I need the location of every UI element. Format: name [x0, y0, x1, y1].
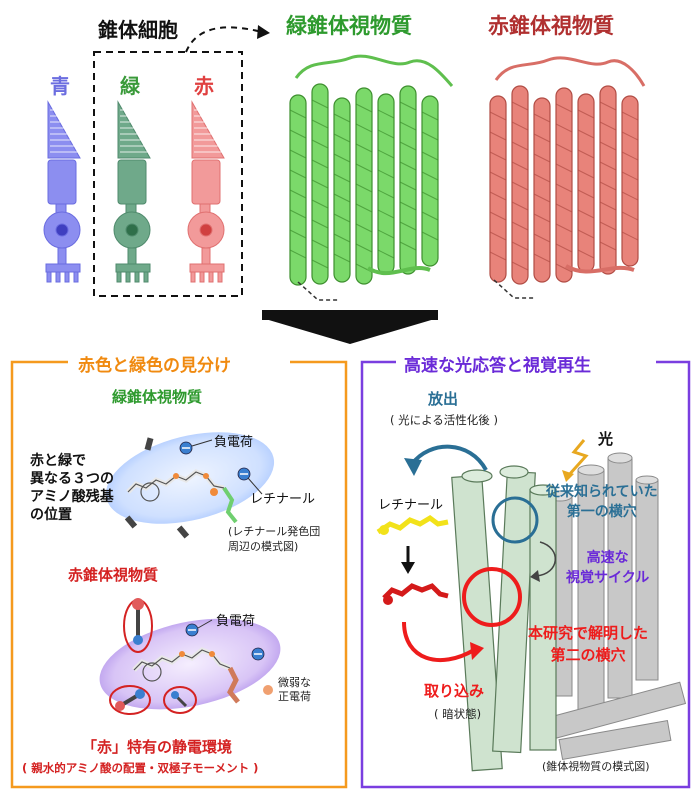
release-sublabel: ( 光による活性化後 ) [390, 413, 498, 427]
diagram-caption: (レチナール発色団 周辺の模式図) [228, 524, 320, 554]
weak-positive-line: 微弱な [278, 676, 311, 689]
residue-label: 赤と緑で 異なる３つの アミノ酸残基 の位置 [30, 452, 114, 524]
fast-cycle-line: 視覚サイクル [566, 570, 650, 586]
green-cone-label: 緑 [120, 74, 140, 98]
release-label: 放出 [428, 390, 459, 408]
weak-positive-line: 正電荷 [278, 690, 311, 703]
second-pore-line: 本研究で解明した [528, 624, 649, 642]
light-label: 光 [598, 430, 614, 448]
first-pore-line: 第一の横穴 [566, 504, 637, 520]
left-panel-frame [10, 360, 348, 789]
left-panel-title: 赤色と緑色の見分け [78, 356, 231, 376]
weak-positive-label: 微弱な 正電荷 [278, 676, 311, 704]
conclusion-title: 「赤」特有の静電環境 [82, 738, 233, 756]
blue-cone-label: 青 [50, 74, 70, 98]
opsin-cylinder-model [376, 439, 687, 772]
dashed-arrow [185, 26, 263, 53]
residue-label-line: 異なる３つの [30, 471, 114, 487]
negative-charge-label-red: 負電荷 [216, 614, 256, 629]
main-down-arrow [262, 318, 438, 344]
fast-cycle-line: 高速な [586, 550, 629, 566]
first-pore-label: 従来知られていた 第一の横穴 [546, 482, 658, 522]
red-cone-label: 赤 [194, 74, 214, 98]
second-pore-line: 第二の横穴 [550, 646, 626, 664]
fast-cycle-label: 高速な 視覚サイクル [566, 548, 649, 588]
first-pore-line: 従来知られていた [546, 484, 658, 500]
retinal-label-right: レチナール [378, 498, 444, 513]
retinal-label-left: レチナール [250, 492, 316, 507]
residue-label-line: の位置 [30, 507, 72, 523]
green-section-title: 緑錐体視物質 [112, 388, 203, 406]
residue-label-line: 赤と緑で [30, 453, 86, 469]
green-opsin-title: 緑錐体視物質 [286, 14, 412, 38]
conclusion-subtitle: ( 親水的アミノ酸の配置・双極子モーメント ) [22, 761, 259, 775]
blue-cone-cell [43, 100, 81, 283]
red-opsin-title: 赤錐体視物質 [488, 14, 614, 38]
negative-charge-label-green: 負電荷 [214, 435, 254, 450]
model-caption: (錐体視物質の模式図) [542, 760, 650, 773]
selection-dashed-box [93, 51, 243, 297]
green-chromophore-diagram [105, 432, 275, 539]
right-panel-title: 高速な光応答と視覚再生 [404, 356, 591, 376]
residue-label-line: アミノ酸残基 [30, 489, 114, 505]
second-pore-label: 本研究で解明した 第二の横穴 [528, 622, 648, 666]
cone-cells-title: 錐体細胞 [98, 18, 178, 42]
red-chromophore-diagram [99, 598, 281, 715]
green-cone-cell [113, 100, 151, 283]
uptake-sublabel: ( 暗状態) [434, 707, 482, 721]
diagram-caption-line: 周辺の模式図) [228, 540, 299, 553]
red-section-title: 赤錐体視物質 [68, 566, 159, 584]
red-cone-cell [187, 100, 225, 283]
red-opsin-structure [489, 56, 646, 299]
uptake-label: 取り込み [424, 682, 485, 700]
green-opsin-structure [289, 54, 454, 301]
diagram-caption-line: (レチナール発色団 [228, 525, 321, 538]
